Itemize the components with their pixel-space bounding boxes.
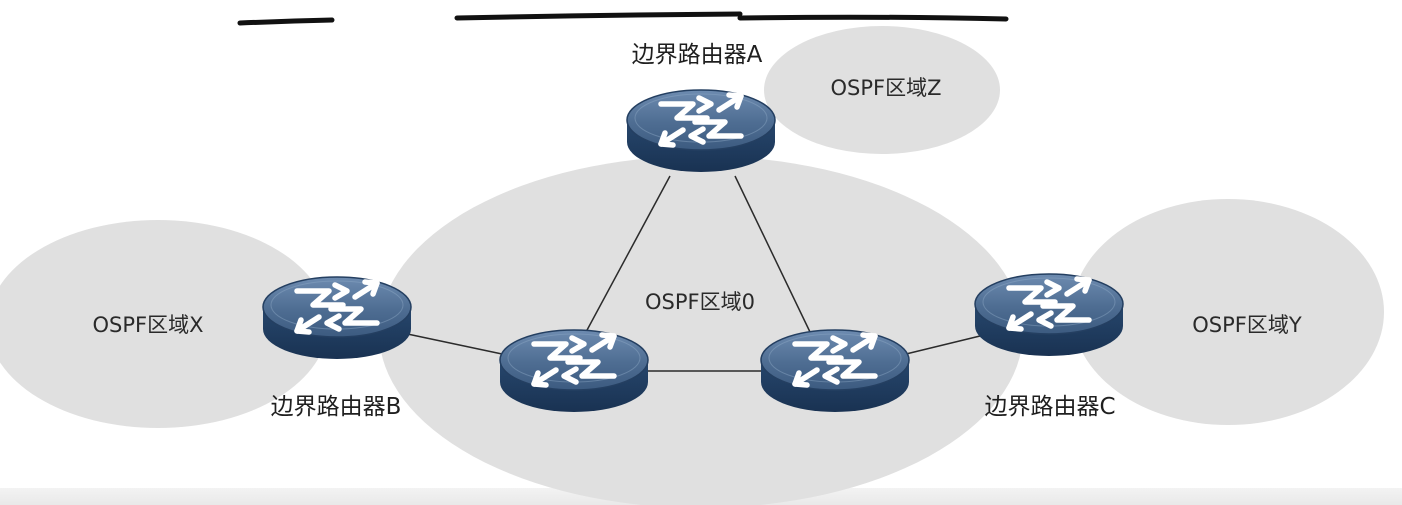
area-0-ellipse: [379, 156, 1023, 505]
router-a-label: 边界路由器A: [632, 42, 763, 68]
router-c-label: 边界路由器C: [984, 394, 1115, 420]
links: [397, 175, 981, 372]
area-x-label: OSPF区域X: [93, 313, 204, 337]
area-y-label: OSPF区域Y: [1192, 313, 1302, 337]
link-b-left: [397, 331, 503, 355]
router-c: [975, 274, 1123, 356]
router-b-label: 边界路由器B: [271, 394, 402, 420]
area-x-ellipse: [0, 220, 328, 428]
link-a-right: [734, 175, 811, 333]
annotation-stroke-2: [454, 11, 743, 21]
annotation-strokes: [237, 11, 1009, 26]
link-right-c: [905, 335, 981, 355]
area-z-ellipse: [764, 26, 1000, 154]
annotation-stroke-1: [237, 17, 335, 26]
router-b: [263, 277, 411, 359]
router-a: [627, 90, 775, 172]
area-y-ellipse: [1072, 199, 1384, 425]
area-0-label: OSPF区域0: [645, 290, 755, 314]
annotation-stroke-3: [737, 14, 1009, 22]
area-z-label: OSPF区域Z: [831, 76, 942, 100]
router-internal-left: [500, 330, 648, 412]
router-internal-right: [761, 330, 909, 412]
link-a-left: [585, 175, 671, 333]
